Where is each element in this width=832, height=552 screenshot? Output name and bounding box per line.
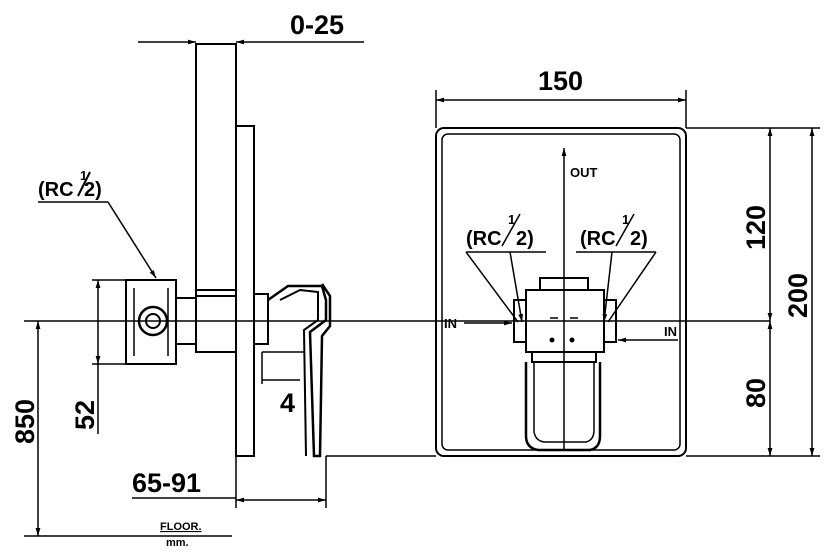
thread-label-left: (RC 1 2) <box>466 212 534 250</box>
svg-text:1: 1 <box>80 168 87 183</box>
front-view: 150 120 80 200 OUT <box>326 66 820 457</box>
thread-label-side: (RC 1 2) <box>38 168 102 201</box>
svg-text:(RC: (RC <box>580 228 616 250</box>
svg-text:(RC: (RC <box>38 179 74 201</box>
dim-upper-to-center: 120 <box>741 205 771 250</box>
svg-text:(RC: (RC <box>466 228 502 250</box>
thread-label-right: (RC 1 2) <box>580 212 648 250</box>
dim-body-offset: 52 <box>70 400 100 430</box>
floor-label: FLOOR. <box>160 521 202 533</box>
svg-text:1: 1 <box>508 212 515 227</box>
dim-depth-range: 65-91 <box>132 468 201 498</box>
svg-text:2): 2) <box>516 228 534 250</box>
handle-side <box>267 283 332 458</box>
svg-text:2): 2) <box>84 179 102 201</box>
dim-wall-adjust: 0-25 <box>290 10 344 40</box>
inlet-label-right: IN <box>664 324 677 339</box>
dim-plate-height: 200 <box>783 273 813 318</box>
side-view: 4 0-25 (RC 1 2) 52 850 FLOOR. <box>10 10 416 549</box>
dim-handle-gap: 4 <box>280 388 295 418</box>
cover-plate-side <box>235 125 255 457</box>
svg-text:1: 1 <box>622 212 629 227</box>
cover-plate-front <box>435 127 687 457</box>
handle-front <box>524 362 602 452</box>
svg-text:2): 2) <box>630 228 648 250</box>
dim-floor-to-center: 850 <box>10 399 40 444</box>
dim-plate-width: 150 <box>538 66 583 96</box>
valve-body-front <box>513 277 617 363</box>
unit-label: mm. <box>166 537 189 549</box>
inlet-label-left: IN <box>444 316 457 331</box>
outlet-label: OUT <box>570 165 598 180</box>
dim-lower-to-center: 80 <box>741 378 771 408</box>
wall-section <box>195 43 237 297</box>
